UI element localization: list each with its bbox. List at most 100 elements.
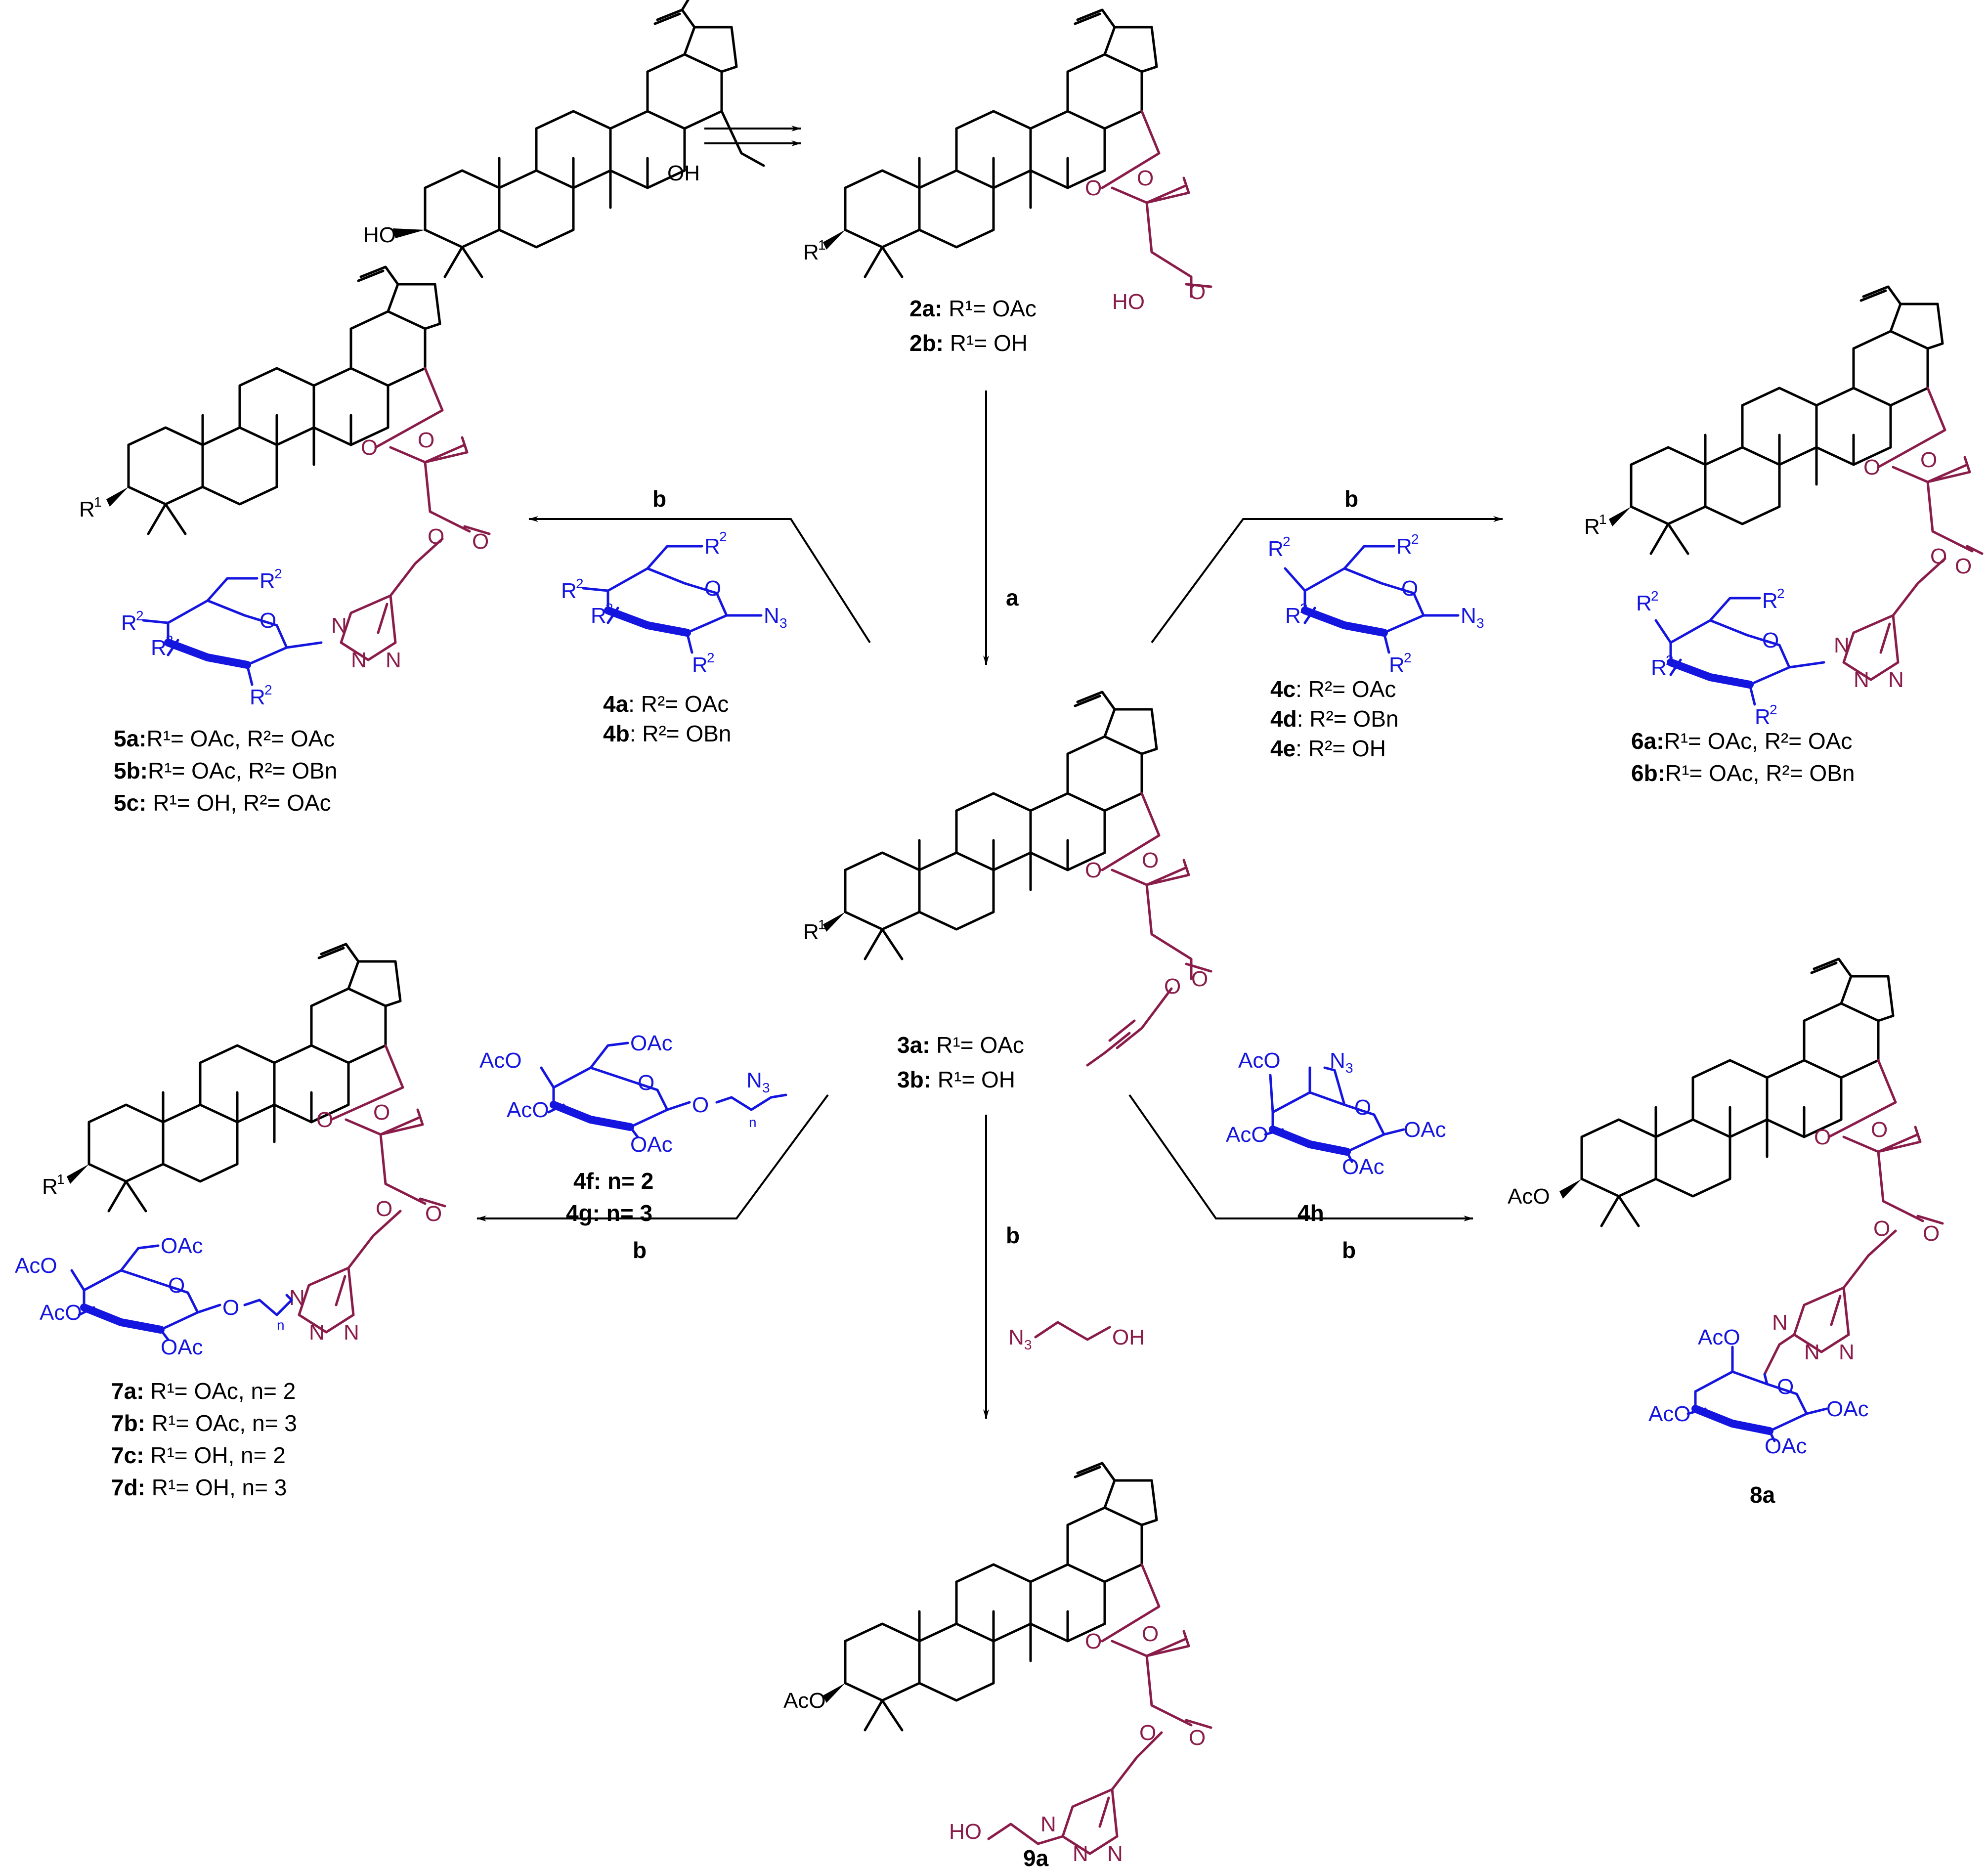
svg-text:R: R (121, 611, 137, 635)
svg-text:O: O (1873, 1216, 1890, 1241)
svg-text:OAc: OAc (630, 1031, 673, 1055)
label-5a: 5a:R¹= OAc, R²= OAc (114, 726, 335, 751)
svg-text:AcO: AcO (15, 1254, 57, 1278)
svg-text:O: O (376, 1197, 392, 1221)
svg-text:AcO: AcO (1238, 1048, 1281, 1073)
atom-label: OH (667, 161, 700, 185)
svg-text:O: O (1955, 554, 1972, 578)
svg-text:2: 2 (1777, 586, 1785, 601)
svg-text:O: O (472, 529, 489, 554)
atom-label: O (1085, 858, 1102, 882)
atom-label: O (1164, 974, 1181, 999)
svg-text:O: O (1920, 448, 1937, 472)
svg-text:O: O (1930, 544, 1947, 568)
svg-text:R: R (591, 604, 606, 628)
svg-text:O: O (259, 608, 276, 633)
svg-text:OAc: OAc (1404, 1118, 1446, 1142)
label-4e: 4e: R²= OH (1270, 736, 1386, 761)
svg-text:HO: HO (949, 1820, 982, 1844)
sugar-azide-4f-4g: OAc AcO AcO OAc O O n N 3 4f: n= 2 4g: n… (479, 1031, 787, 1226)
svg-text:R: R (1636, 591, 1652, 615)
label-3b: 3b: R¹= OH (897, 1067, 1015, 1092)
svg-text:N: N (1330, 1048, 1345, 1073)
svg-text:OAc: OAc (161, 1234, 203, 1258)
svg-text:N: N (764, 604, 779, 628)
svg-text:AcO: AcO (1508, 1184, 1550, 1209)
label-7c: 7c: R¹= OH, n= 2 (111, 1442, 286, 1468)
svg-text:O: O (428, 524, 444, 549)
svg-text:b: b (1344, 486, 1358, 512)
label-5c: 5c: R¹= OH, R²= OAc (114, 790, 331, 816)
sugar-azide-4c-4d-4e: R 2 R 2 R 2 R 2 O N 3 4c: R²= OAc 4d: R²… (1268, 531, 1484, 761)
svg-text:b: b (652, 486, 666, 512)
multi-step-arrows (704, 126, 801, 146)
svg-text:R: R (1396, 534, 1412, 559)
svg-text:N: N (1008, 1325, 1024, 1349)
svg-text:N: N (1854, 668, 1869, 692)
svg-text:N: N (1073, 1842, 1088, 1866)
label-4h: 4h (1297, 1200, 1324, 1226)
svg-text:O: O (425, 1202, 442, 1226)
svg-text:N: N (1888, 668, 1904, 692)
svg-text:N: N (1839, 1340, 1855, 1364)
atom-label: O (1137, 166, 1154, 190)
svg-text:b: b (633, 1237, 647, 1263)
svg-text:AcO: AcO (479, 1048, 522, 1073)
svg-text:2: 2 (1770, 702, 1777, 717)
svg-text:R: R (151, 636, 167, 660)
label-7d: 7d: R¹= OH, n= 3 (111, 1475, 287, 1500)
compound-2: R 1 O O HO O 2a: R¹= OAc 2b: R¹= OH (803, 8, 1212, 356)
label-2a: 2a: R¹= OAc (909, 296, 1037, 321)
svg-text:OAc: OAc (161, 1335, 203, 1359)
svg-text:AcO: AcO (507, 1098, 549, 1122)
svg-text:AcO: AcO (1698, 1325, 1740, 1349)
svg-text:3: 3 (1345, 1060, 1353, 1076)
sugar-azide-4a-4b: R 2 R 2 R 2 R 2 O N 3 4a: R²= OAc 4b: R²… (561, 529, 787, 746)
svg-text:R: R (692, 653, 708, 677)
svg-text:2: 2 (1300, 601, 1308, 616)
label-8a: 8a (1750, 1482, 1775, 1508)
atom-label: R (803, 920, 819, 944)
svg-text:O: O (222, 1296, 239, 1320)
step-b-to-8a: b (1128, 1094, 1473, 1263)
atom-label: O (1191, 967, 1208, 991)
sugar-azide-4h: AcO N 3 O AcO OAc OAc 4h (1226, 1048, 1446, 1226)
atom-label: O (1189, 280, 1206, 304)
svg-text:OAc: OAc (1765, 1434, 1807, 1458)
svg-text:O: O (1871, 1118, 1888, 1142)
svg-text:OAc: OAc (1826, 1397, 1869, 1421)
svg-text:n: n (277, 1317, 285, 1333)
svg-text:N: N (289, 1286, 305, 1310)
compound-8a: AcO O O O O N N N AcO O AcO OAc OAc 8a (1508, 957, 1944, 1508)
svg-text:3: 3 (1476, 615, 1484, 631)
svg-text:1: 1 (57, 1172, 65, 1187)
svg-text:2: 2 (274, 566, 282, 581)
label-5b: 5b:R¹= OAc, R²= OBn (114, 758, 337, 783)
step-b-to-5: b (528, 486, 871, 644)
compound-9a: AcO O O O O N N N HO 9a (783, 1462, 1212, 1868)
label-7b: 7b: R¹= OAc, n= 3 (111, 1410, 297, 1436)
svg-text:2: 2 (136, 608, 144, 623)
svg-text:1: 1 (94, 494, 102, 510)
svg-text:2: 2 (719, 529, 727, 544)
svg-text:N: N (746, 1068, 762, 1092)
svg-text:AcO: AcO (40, 1301, 82, 1325)
label-4d: 4d: R²= OBn (1270, 706, 1398, 732)
svg-text:R: R (259, 569, 275, 593)
label-6b: 6b:R¹= OAc, R²= OBn (1631, 760, 1855, 786)
svg-text:2: 2 (1283, 534, 1291, 549)
atom-label: 1 (818, 917, 826, 932)
label-4a: 4a: R²= OAc (603, 691, 729, 717)
svg-text:R: R (1285, 604, 1301, 628)
compound-6: R 1 O O O O N N N R 2 R 2 R 2 R 2 O 6a:R… (1584, 285, 1984, 786)
svg-text:n: n (749, 1115, 757, 1130)
svg-text:R: R (79, 497, 95, 521)
svg-text:AcO: AcO (783, 1689, 826, 1713)
svg-text:N: N (1772, 1310, 1788, 1335)
label-3a: 3a: R¹= OAc (897, 1032, 1024, 1058)
compound-3: R 1 O O O O 3a: R¹= OAc 3b: R¹= OH (803, 691, 1212, 1092)
compound-5: R 1 O O O O N N N R 2 R 2 R 2 R 2 O 5a:R… (79, 265, 491, 816)
svg-text:2: 2 (1411, 531, 1419, 547)
svg-text:O: O (316, 1108, 333, 1132)
svg-text:O: O (638, 1071, 654, 1095)
